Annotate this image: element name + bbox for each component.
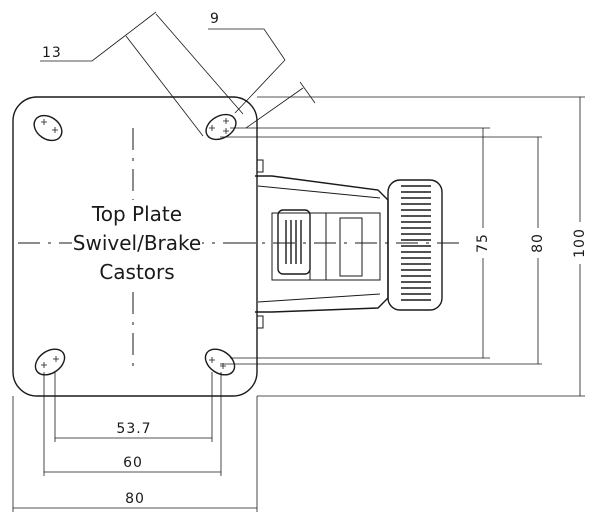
- leader-9: [208, 28, 286, 61]
- bolt-slot-top-right: [205, 113, 237, 141]
- brake-pedal: [387, 179, 443, 311]
- drawing-title: Top Plate Swivel/Brake Castors: [72, 200, 202, 288]
- dim-label-slot-width: 9: [210, 11, 220, 27]
- wheel-hub: [277, 209, 311, 275]
- title-line-1: Top Plate: [91, 202, 182, 226]
- horizontal-dimensions: 53.7 60 80: [12, 372, 258, 512]
- title-line-2: Swivel/Brake: [73, 231, 201, 255]
- leader-callouts: 13 9: [40, 11, 316, 137]
- dim-label-hole-spacing-outer-vertical: 80: [530, 233, 546, 253]
- title-line-3: Castors: [99, 260, 174, 284]
- brake-pedal-grip: [401, 185, 431, 301]
- bolt-slot-bottom-right: [204, 348, 236, 376]
- vertical-dimensions: 75 80 100: [220, 96, 593, 397]
- dim-label-plate-length: 100: [572, 228, 588, 258]
- top-plate: [12, 96, 258, 397]
- dim-label-hole-spacing-inner-vertical: 75: [475, 233, 491, 253]
- dim-label-hole-spacing-inner-horizontal: 53.7: [116, 421, 151, 437]
- castor-body: [232, 159, 460, 329]
- bolt-slots: [33, 113, 237, 376]
- plate-outline: [12, 96, 258, 397]
- dim-label-bolt-hole-size: 13: [42, 45, 62, 61]
- bolt-slot-top-left: [33, 114, 63, 142]
- dim-label-plate-width: 80: [125, 491, 145, 507]
- dim-label-hole-spacing-outer-horizontal: 60: [123, 455, 143, 471]
- leader-13: [40, 11, 157, 62]
- bolt-slot-bottom-left: [34, 348, 66, 376]
